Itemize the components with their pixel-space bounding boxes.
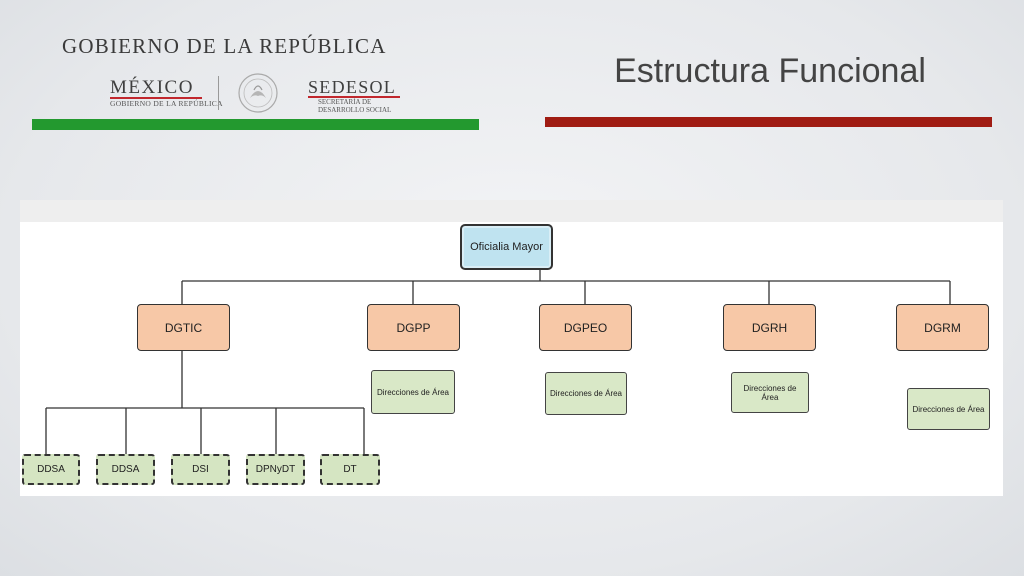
logo-separator bbox=[218, 76, 219, 110]
national-seal-icon bbox=[238, 73, 278, 113]
panel-top-band bbox=[20, 200, 1003, 222]
mexico-wordmark: MÉXICO bbox=[110, 77, 194, 98]
unit-dpnydt: DPNyDT bbox=[246, 454, 305, 485]
government-title: GOBIERNO DE LA REPÚBLICA bbox=[62, 34, 387, 58]
root-node-oficialia-mayor: Oficialia Mayor bbox=[460, 224, 553, 270]
unit-ddsa-2: DDSA bbox=[96, 454, 155, 485]
org-chart-panel: Oficialia Mayor DGTIC DGPP DGPEO DGRH DG… bbox=[20, 200, 1003, 496]
mexico-subtitle: GOBIERNO DE LA REPÚBLICA bbox=[110, 99, 223, 108]
directorate-dgpp: DGPP bbox=[367, 304, 460, 351]
area-box-dgrm: Direcciones de Área bbox=[907, 388, 990, 430]
area-box-dgpeo: Direcciones de Área bbox=[545, 372, 627, 415]
area-box-dgpp: Direcciones de Área bbox=[371, 370, 455, 414]
mexico-wordmark-underline bbox=[110, 97, 202, 99]
unit-ddsa-1: DDSA bbox=[22, 454, 80, 485]
org-chart-connectors bbox=[45, 270, 951, 456]
directorate-dgpeo: DGPEO bbox=[539, 304, 632, 351]
slide-title: Estructura Funcional bbox=[614, 52, 926, 90]
directorate-dgtic: DGTIC bbox=[137, 304, 230, 351]
sedesol-wordmark: SEDESOL bbox=[308, 77, 397, 97]
area-box-dgrh: Direcciones de Área bbox=[731, 372, 809, 413]
red-header-bar bbox=[545, 117, 992, 127]
green-header-bar bbox=[32, 119, 479, 130]
directorate-dgrm: DGRM bbox=[896, 304, 989, 351]
directorate-dgrh: DGRH bbox=[723, 304, 816, 351]
unit-dt: DT bbox=[320, 454, 380, 485]
sedesol-wordmark-underline bbox=[308, 96, 400, 98]
sedesol-subtitle: SECRETARÍA DE DESARROLLO SOCIAL bbox=[318, 98, 392, 114]
unit-dsi: DSI bbox=[171, 454, 230, 485]
